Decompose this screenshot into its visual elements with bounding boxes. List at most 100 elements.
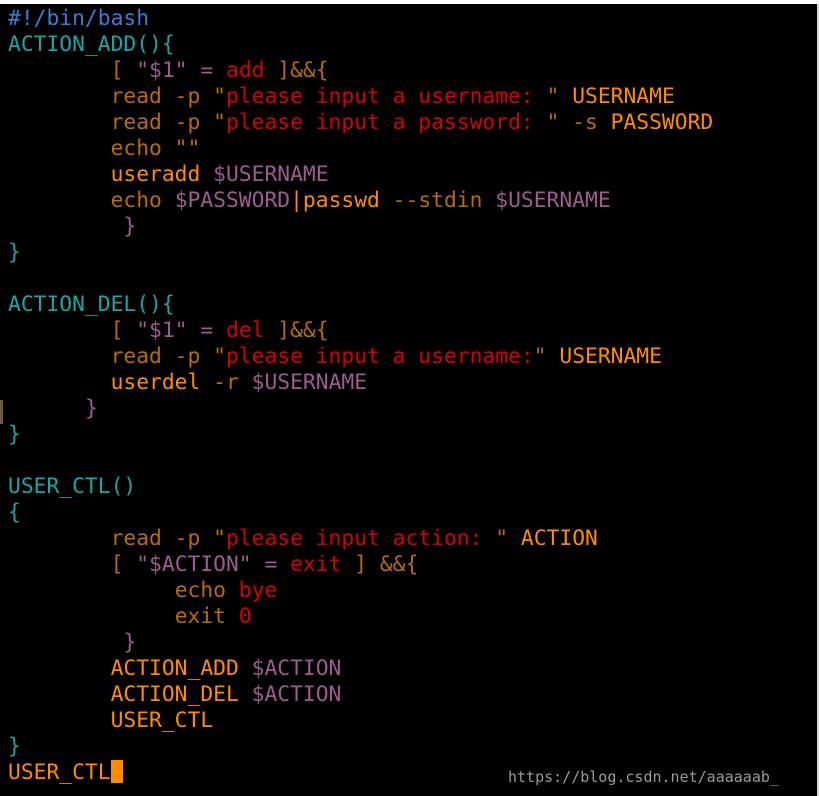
code-token xyxy=(8,604,175,629)
code-token: please input a password: xyxy=(225,110,547,135)
code-token: useradd xyxy=(110,162,214,187)
code-token: " xyxy=(533,344,560,369)
code-token: USERNAME xyxy=(559,344,662,369)
code-token: $USERNAME xyxy=(495,188,611,213)
code-token: #!/bin/bash xyxy=(8,6,150,31)
code-token: 0 xyxy=(238,604,252,629)
code-line: [ "$1" = del ]&&{ xyxy=(8,318,329,344)
code-token: " xyxy=(495,526,521,551)
code-token: $ACTION xyxy=(251,656,342,681)
code-line: echo "" xyxy=(8,136,201,162)
code-line: useradd $USERNAME xyxy=(8,162,329,188)
code-token: | xyxy=(290,188,303,213)
code-token: echo "" xyxy=(110,136,201,161)
code-token: PASSWORD xyxy=(610,110,714,135)
code-token: read -p " xyxy=(110,344,226,369)
code-token: " xyxy=(546,84,573,109)
code-token: } xyxy=(123,214,137,239)
code-line: } xyxy=(8,214,136,240)
code-token xyxy=(8,162,111,187)
code-line: read -p "please input a username: " USER… xyxy=(8,84,675,110)
code-token xyxy=(8,526,111,551)
code-token xyxy=(8,344,111,369)
code-line: } xyxy=(8,734,21,760)
code-token: { xyxy=(8,500,21,525)
code-line: } xyxy=(8,422,21,448)
code-token xyxy=(8,370,111,395)
text-cursor xyxy=(110,760,123,783)
code-line: { xyxy=(8,500,21,526)
code-token: " -s xyxy=(546,110,611,135)
code-token: bye xyxy=(238,578,278,603)
code-token: } xyxy=(8,240,21,265)
code-token: del xyxy=(226,318,265,343)
code-line: USER_CTL xyxy=(8,708,214,734)
code-line: } xyxy=(8,396,98,422)
code-token xyxy=(8,396,85,421)
code-token xyxy=(8,318,111,343)
code-line: [ "$ACTION" = exit ] &&{ xyxy=(8,552,419,578)
code-line: [ "$1" = add ]&&{ xyxy=(8,58,329,84)
code-token xyxy=(8,708,111,733)
code-token: passwd xyxy=(302,188,380,213)
code-token xyxy=(8,84,111,109)
code-token: read -p " xyxy=(110,84,226,109)
code-token: USERNAME xyxy=(572,84,675,109)
code-token: $USERNAME xyxy=(251,370,368,395)
code-token: add xyxy=(226,58,265,83)
code-token xyxy=(8,136,111,161)
code-token xyxy=(8,578,175,603)
code-line: ACTION_DEL(){ xyxy=(8,292,175,318)
code-token: please input action: xyxy=(225,526,496,551)
code-token xyxy=(8,656,111,681)
code-token: ]&&{ xyxy=(264,58,329,83)
code-token xyxy=(8,110,111,135)
code-token xyxy=(8,682,111,707)
watermark: https://blog.csdn.net/aaaaaab_ xyxy=(508,768,779,786)
code-token: "$1" = xyxy=(136,318,226,343)
code-token: } xyxy=(8,734,21,759)
code-token: --stdin xyxy=(379,188,496,213)
code-token: ACTION_ADD xyxy=(110,656,252,681)
code-token: exit xyxy=(174,604,239,629)
code-line: exit 0 xyxy=(8,604,252,630)
code-line: read -p "please input a password: " -s P… xyxy=(8,110,714,136)
code-line: echo bye xyxy=(8,578,278,604)
code-line: ACTION_ADD $ACTION xyxy=(8,656,342,682)
code-token: please input a username: xyxy=(225,344,534,369)
code-token: echo xyxy=(174,578,239,603)
code-token: "$ACTION" = xyxy=(136,552,291,577)
code-token: $PASSWORD xyxy=(174,188,291,213)
code-line: USER_CTL xyxy=(8,760,123,786)
code-token: ACTION_DEL xyxy=(110,682,252,707)
code-token: please input a username: xyxy=(225,84,547,109)
code-token: ]&&{ xyxy=(264,318,329,343)
code-token: echo xyxy=(110,188,175,213)
code-token xyxy=(8,630,123,655)
code-token: } xyxy=(8,422,21,447)
code-token: $ACTION xyxy=(251,682,342,707)
code-token: -r xyxy=(200,370,252,395)
code-line: } xyxy=(8,240,21,266)
code-token: read -p " xyxy=(110,110,226,135)
code-line: #!/bin/bash xyxy=(8,6,149,32)
code-token: ACTION_DEL(){ xyxy=(8,292,175,317)
code-line: userdel -r $USERNAME xyxy=(8,370,367,396)
code-token xyxy=(8,188,111,213)
code-token: } xyxy=(123,630,137,655)
code-token: [ xyxy=(110,318,137,343)
window-edge-decoration xyxy=(0,400,3,424)
code-line: ACTION_ADD(){ xyxy=(8,32,175,58)
code-token: USER_CTL xyxy=(8,760,111,785)
code-line: ACTION_DEL $ACTION xyxy=(8,682,342,708)
code-line: } xyxy=(8,630,136,656)
code-token xyxy=(8,552,111,577)
code-token xyxy=(8,58,111,83)
code-token: ACTION_ADD(){ xyxy=(8,32,175,57)
code-line: read -p "please input a username:" USERN… xyxy=(8,344,662,370)
code-token: exit xyxy=(290,552,342,577)
code-token: [ xyxy=(110,58,137,83)
code-token: "$1" = xyxy=(136,58,226,83)
code-token: USER_CTL() xyxy=(8,474,137,499)
